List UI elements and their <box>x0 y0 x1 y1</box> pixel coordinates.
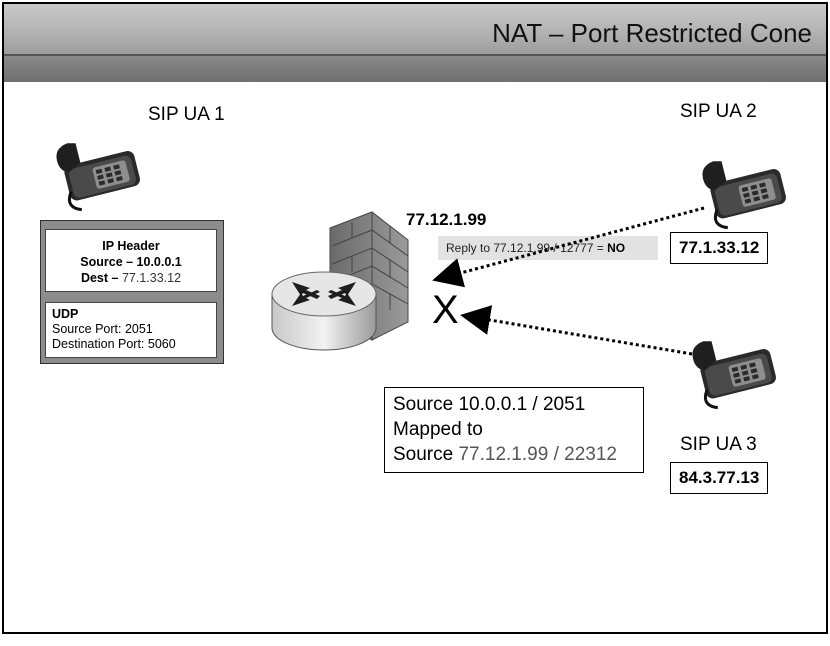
udp-box: UDP Source Port: 2051 Destination Port: … <box>45 302 217 358</box>
packet-box: IP Header Source – 10.0.0.1 Dest – 77.1.… <box>40 220 224 364</box>
mapping-line-3: Source 77.12.1.99 / 22312 <box>393 442 635 467</box>
nat-public-ip: 77.12.1.99 <box>406 210 487 229</box>
sip-ua1-label: SIP UA 1 <box>148 104 225 125</box>
sip-ua2-label: SIP UA 2 <box>680 101 757 122</box>
ip-header-source: Source – 10.0.0.1 <box>46 254 216 270</box>
dest-ip: 77.1.33.12 <box>121 271 182 285</box>
connection-arrows <box>432 206 705 356</box>
ua2-ip-box: 77.1.33.12 <box>670 232 769 264</box>
source-ip: 10.0.0.1 <box>136 255 182 269</box>
udp-title: UDP <box>52 307 79 321</box>
ip-header-dest: Dest – 77.1.33.12 <box>46 270 216 286</box>
slide: NAT – Port Restricted Cone SIP UA 1 IP H… <box>2 2 828 634</box>
sip-ua3-label: SIP UA 3 <box>680 434 757 455</box>
ip-header-box: IP Header Source – 10.0.0.1 Dest – 77.1.… <box>45 229 217 292</box>
udp-source-port: Source Port: 2051 <box>52 322 153 336</box>
nat-mapping-box: Source 10.0.0.1 / 2051 Mapped to Source … <box>384 387 644 473</box>
mapping-line-3-value: 77.12.1.99 / 22312 <box>458 444 617 465</box>
source-label: Source – <box>80 255 137 269</box>
udp-destination-port: Destination Port: 5060 <box>52 337 176 351</box>
arrow-ua2-to-nat <box>432 206 705 288</box>
phone-icon <box>56 143 140 212</box>
title-bar: NAT – Port Restricted Cone <box>4 4 826 54</box>
title-divider <box>4 54 826 56</box>
sub-bar <box>4 56 826 82</box>
mapping-line-1: Source 10.0.0.1 / 2051 <box>393 394 586 415</box>
ip-header-title: IP Header <box>102 239 160 253</box>
ua3-ip-box: 84.3.77.13 <box>670 462 769 494</box>
phone-icon <box>702 161 786 230</box>
phone-icon <box>692 341 776 410</box>
nat-router-firewall-icon <box>271 211 409 351</box>
reply-result: NO <box>607 241 626 255</box>
mapping-line-2: Mapped to <box>393 419 483 440</box>
arrow-ua3-to-nat <box>460 305 693 356</box>
mapping-line-3-prefix: Source <box>393 444 459 465</box>
slide-title: NAT – Port Restricted Cone <box>492 18 812 48</box>
blocked-x-marker: X <box>432 288 459 332</box>
dest-label: Dest – <box>80 271 122 285</box>
